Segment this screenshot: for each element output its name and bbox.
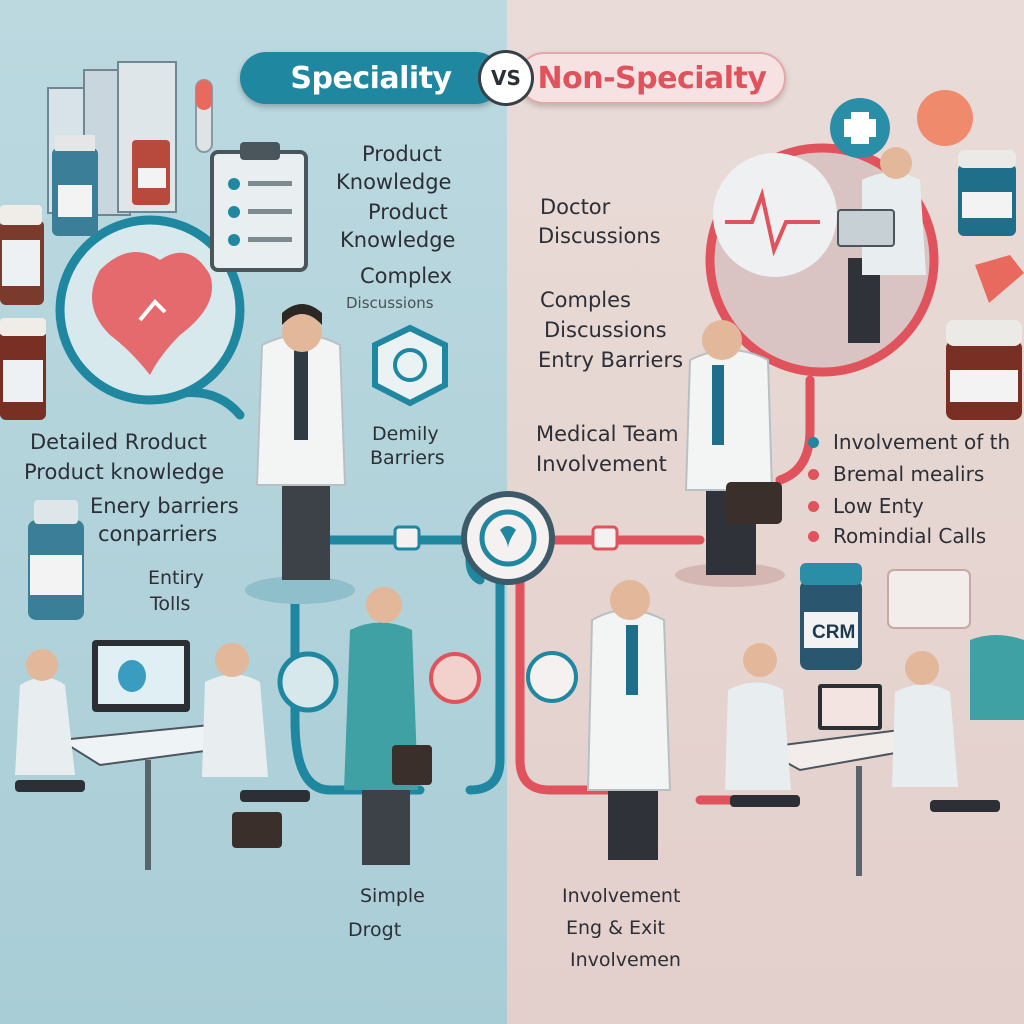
bottom-right-label-2: Eng & Exit bbox=[566, 917, 665, 939]
left-label-1: Product bbox=[362, 142, 442, 166]
left-label-4: Knowledge bbox=[340, 228, 456, 252]
left-side-label-5: Entiry bbox=[148, 567, 204, 589]
legend-dot-1 bbox=[808, 436, 819, 448]
right-label-4: Discussions bbox=[544, 318, 667, 342]
left-label-3: Product bbox=[368, 200, 448, 224]
bottom-left-label-2: Drogt bbox=[348, 919, 402, 941]
left-side-label-4: conparriers bbox=[98, 522, 218, 546]
right-label-1: Doctor bbox=[540, 195, 611, 219]
crm-label: CRM bbox=[812, 622, 856, 643]
right-label-3: Comples bbox=[540, 288, 631, 312]
legend-dot-2 bbox=[808, 468, 819, 480]
non-specialty-title-pill: Non-Specialty bbox=[518, 52, 786, 104]
vs-badge: VS bbox=[478, 50, 534, 106]
non-specialty-title: Non-Specialty bbox=[537, 60, 767, 96]
speciality-title: Speciality bbox=[290, 60, 452, 96]
left-label-2: Knowledge bbox=[336, 170, 452, 194]
legend-text-2: Bremal mealirs bbox=[833, 462, 985, 486]
legend-item-2: Bremal mealirs bbox=[808, 462, 984, 486]
legend-dot-4 bbox=[808, 530, 819, 542]
left-label-5: Complex bbox=[360, 264, 453, 288]
left-center-label-2: Barriers bbox=[370, 447, 445, 469]
left-side-label-2: Product knowledge bbox=[24, 460, 225, 484]
right-label-7: Involvement bbox=[536, 452, 667, 476]
legend-item-1: Involvement of th bbox=[808, 430, 1010, 454]
left-side-label-1: Detailed Rroduct bbox=[30, 430, 207, 454]
legend-dot-3 bbox=[808, 500, 819, 512]
left-center-label-1: Demily bbox=[372, 423, 439, 445]
legend-item-4: Romindial Calls bbox=[808, 524, 986, 548]
right-label-2: Discussions bbox=[538, 224, 661, 248]
legend-text-3: Low Enty bbox=[833, 494, 924, 518]
left-label-6: Discussions bbox=[346, 294, 434, 312]
left-side-label-3: Enery barriers bbox=[90, 494, 239, 518]
bottom-right-label-3: Involvemen bbox=[570, 949, 681, 971]
legend-text-1: Involvement of th bbox=[833, 430, 1011, 454]
bottom-left-label-1: Simple bbox=[360, 885, 425, 907]
legend-text-4: Romindial Calls bbox=[833, 524, 987, 548]
right-label-5: Entry Barriers bbox=[538, 348, 684, 372]
bottom-right-label-1: Involvement bbox=[562, 885, 681, 907]
speciality-title-pill: Speciality bbox=[240, 52, 502, 104]
left-side-label-6: Tolls bbox=[150, 593, 191, 615]
vs-label: VS bbox=[491, 66, 521, 90]
right-label-6: Medical Team bbox=[536, 422, 679, 446]
legend-item-3: Low Enty bbox=[808, 494, 924, 518]
